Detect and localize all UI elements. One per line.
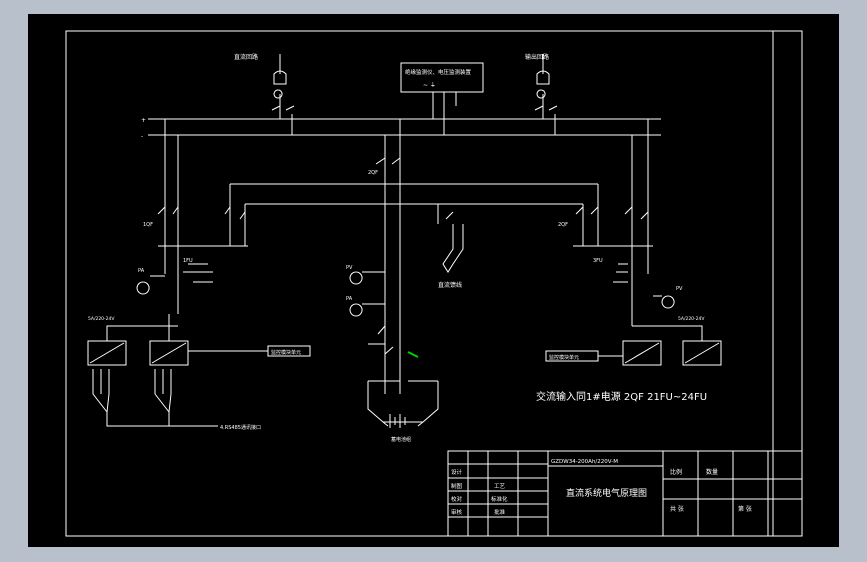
rectifier-left-wiring bbox=[89, 314, 268, 364]
role-1: 制图 bbox=[451, 482, 463, 490]
tag-left-pa: PA bbox=[138, 268, 145, 274]
feeder-branch bbox=[437, 204, 464, 273]
green-highlight-mark bbox=[407, 351, 419, 358]
role-0: 设计 bbox=[451, 468, 463, 476]
center-feeder bbox=[375, 119, 401, 394]
ac-input-right-label: 输出回路 bbox=[525, 53, 549, 61]
bridge-lines bbox=[229, 183, 599, 224]
role2-2: 批准 bbox=[494, 508, 506, 516]
tag-center-qf: 2QF bbox=[368, 170, 378, 176]
center-meters bbox=[349, 271, 394, 355]
outer-frame bbox=[65, 30, 803, 537]
tag-left-1qf: 1QF bbox=[143, 222, 153, 228]
monitor-box-line2: ~ ⏚ bbox=[423, 82, 436, 89]
rectifier-out-left-box bbox=[267, 345, 311, 357]
battery-wiring bbox=[367, 380, 439, 427]
tag-center-pv: PV bbox=[346, 265, 353, 271]
right-cell-3: 第 张 bbox=[738, 505, 752, 513]
tag-right-3fu: 3FU bbox=[593, 258, 603, 264]
drawing-title: 直流系统电气原理图 bbox=[566, 487, 647, 499]
rectifier-out-right-label: 监控模块单元 bbox=[549, 354, 579, 361]
right-cell-2: 共 张 bbox=[670, 505, 684, 513]
rectifier-left-inputs bbox=[92, 369, 218, 427]
tag-center-pa: PA bbox=[346, 296, 353, 302]
feeder-out-label: 直流馈线 bbox=[438, 281, 462, 289]
left-switches bbox=[157, 206, 248, 247]
monitor-box bbox=[400, 62, 484, 93]
drawing-sheet: + - 直流回路 输出回路 绝缘监测仪、电压监测装置 ~ ⏚ 2QF 1QF 2… bbox=[28, 14, 839, 547]
monitor-box-line1: 绝缘监测仪、电压监测装置 bbox=[405, 68, 472, 76]
bus-minus-label: - bbox=[141, 133, 143, 140]
role2-1: 标准化 bbox=[491, 495, 508, 503]
battery-label: 蓄电池组 bbox=[391, 436, 411, 443]
right-switches bbox=[573, 206, 653, 247]
rectifier-out-right-box bbox=[545, 350, 599, 362]
title-block-grid bbox=[448, 451, 802, 536]
ac-note: 交流输入同1#电源 2QF 21FU~24FU bbox=[536, 390, 707, 403]
right-meters bbox=[613, 246, 675, 314]
rectifier-right-1 bbox=[622, 340, 662, 366]
role2-0: 工艺 bbox=[494, 483, 506, 490]
ac-input-right-branch bbox=[534, 54, 558, 135]
role-2: 校对 bbox=[451, 495, 463, 503]
tag-left-1fu: 1FU bbox=[183, 258, 193, 264]
bus-plus-label: + bbox=[141, 117, 146, 124]
bottom-left-note: 4.RS485通讯接口 bbox=[220, 424, 261, 431]
tag-right-2qf: 2QF bbox=[558, 222, 568, 228]
rect-rating-left: 5A/220-24V bbox=[88, 316, 115, 322]
ac-input-left-branch bbox=[271, 54, 295, 135]
tag-right-pv: PV bbox=[676, 286, 683, 292]
rectifier-right-wiring bbox=[598, 314, 720, 364]
left-meters bbox=[136, 246, 213, 314]
battery-cells bbox=[389, 414, 406, 428]
title-block bbox=[447, 450, 803, 537]
role-3: 审核 bbox=[451, 508, 463, 516]
title-model: GZDW34-200Ah/220V-M bbox=[551, 459, 618, 465]
circuit-diagram: + - 直流回路 输出回路 绝缘监测仪、电压监测装置 ~ ⏚ 2QF 1QF 2… bbox=[65, 30, 803, 537]
rectifier-out-left-label: 监控模块单元 bbox=[271, 349, 301, 356]
outer-drops bbox=[164, 119, 649, 219]
right-cell-1: 数量 bbox=[706, 468, 718, 476]
ac-input-left-label: 直流回路 bbox=[234, 53, 258, 61]
rect-rating-right: 5A/220-24V bbox=[678, 316, 705, 322]
right-cell-0: 比例 bbox=[670, 468, 682, 476]
monitor-box-taps bbox=[432, 92, 457, 135]
